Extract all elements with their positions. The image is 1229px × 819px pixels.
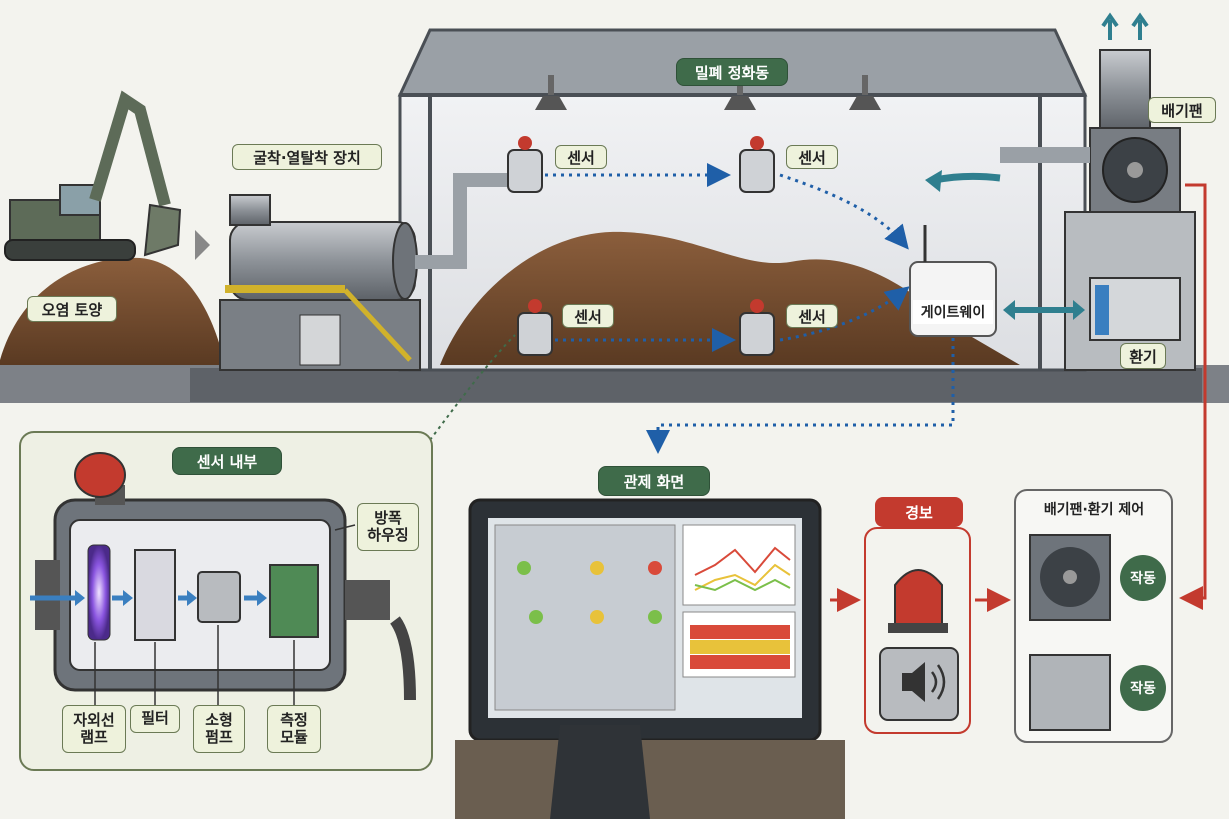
label-small-pump: 소형 펌프: [193, 705, 245, 753]
label-sensor-4: 센서: [786, 304, 838, 328]
exhaust-fan-unit: [1000, 12, 1196, 371]
label-fan-vent-control: 배기팬·환기 제어: [1043, 502, 1145, 518]
label-filter: 필터: [130, 705, 180, 733]
soil-pile-inside: [440, 231, 1020, 365]
label-sensor-inside: 센서 내부: [172, 447, 282, 475]
label-exhaust-fan: 배기팬: [1148, 97, 1216, 123]
flow-arrow-icon: [195, 230, 210, 260]
label-sealed-building: 밀폐 정화동: [676, 58, 788, 86]
label-sensor-2: 센서: [786, 145, 838, 169]
status-running-vent: 작동: [1120, 665, 1166, 711]
ventilation-unit-icon: [1029, 654, 1111, 731]
label-measurement-module: 측정 모듈: [267, 705, 321, 753]
excavation-device: [219, 173, 510, 371]
alarm-light-icon: [894, 569, 943, 626]
status-running-fan: 작동: [1120, 555, 1166, 601]
label-alarm: 경보: [875, 497, 963, 527]
label-ventilation: 환기: [1120, 343, 1166, 369]
label-control-screen: 관제 화면: [598, 466, 710, 496]
sensor-icon: [507, 136, 775, 356]
sensor-cutaway: [30, 452, 416, 705]
gateway-device: [909, 261, 997, 337]
label-sensor-3: 센서: [562, 304, 614, 328]
label-uv-lamp: 자외선 램프: [62, 705, 126, 753]
label-sensor-1: 센서: [555, 145, 607, 169]
label-contaminated-soil: 오염 토양: [27, 296, 117, 322]
label-gateway: 게이트웨이: [913, 300, 993, 324]
signal-lines: [545, 163, 955, 454]
excavator-icon: [4, 90, 182, 261]
label-explosion-proof-housing: 방폭 하우징: [357, 503, 419, 551]
control-monitor: [455, 498, 845, 819]
label-excavation-device: 굴착·열탈착 장치: [232, 144, 382, 170]
